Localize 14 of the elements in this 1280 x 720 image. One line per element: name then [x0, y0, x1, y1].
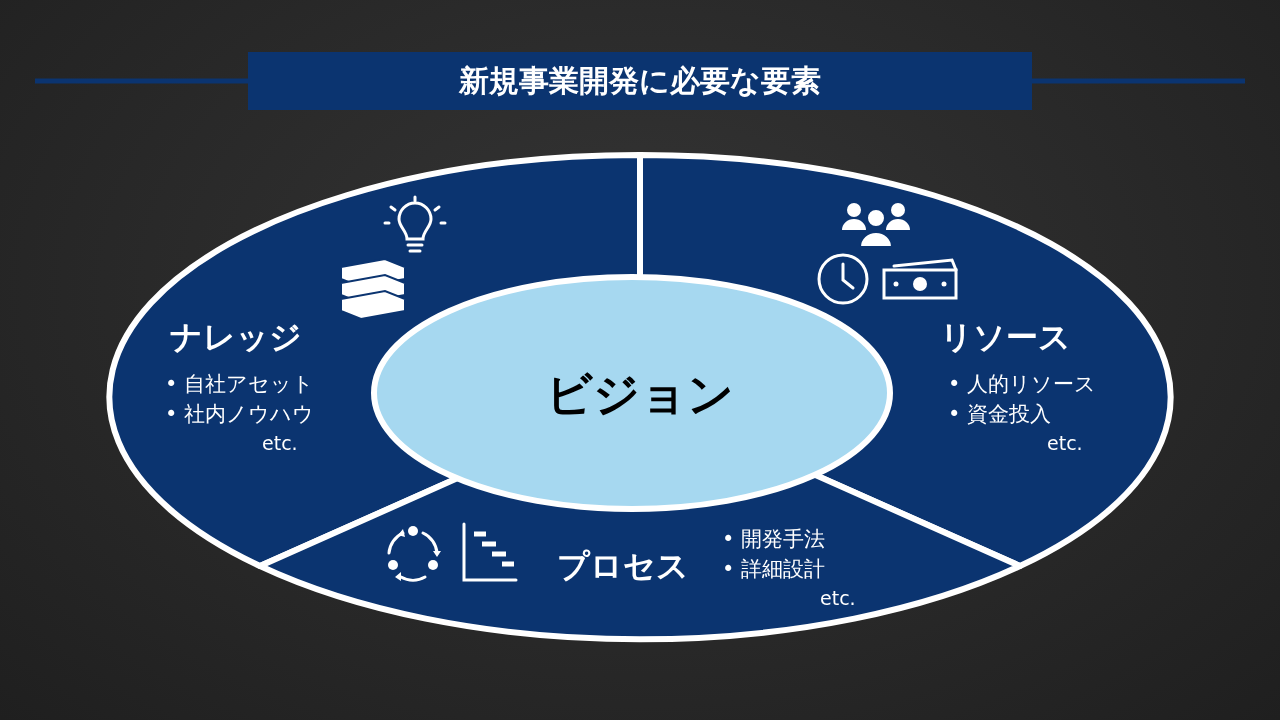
bullet-item: • 詳細設計	[722, 557, 826, 583]
segment-heading: ナレッジ	[170, 318, 302, 357]
segment-heading: プロセス	[557, 547, 689, 586]
bullet-item: • 人的リソース	[948, 372, 1097, 398]
bullet-item: etc.	[820, 587, 856, 610]
segment-heading: リソース	[940, 318, 1071, 357]
bullet-item: • 自社アセット	[165, 372, 315, 398]
bullet-item: • 開発手法	[722, 527, 826, 553]
title-banner: 新規事業開発に必要な要素	[248, 52, 1032, 110]
bullet-item: etc.	[262, 432, 298, 455]
bullet-item: • 社内ノウハウ	[165, 402, 315, 428]
bullet-item: etc.	[1047, 432, 1083, 455]
bullet-item: • 資金投入	[948, 402, 1052, 428]
center-label: ビジョン	[545, 366, 735, 424]
